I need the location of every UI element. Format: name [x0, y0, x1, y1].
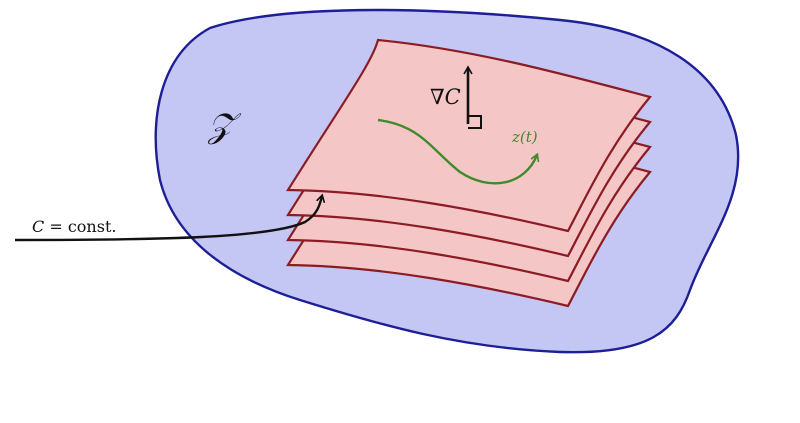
level-set-equation: = const. [44, 217, 116, 236]
gradient-variable: C [445, 85, 461, 109]
nabla-symbol: ∇ [430, 85, 445, 109]
curve-label: z(t) [511, 128, 538, 146]
right-angle-marker [468, 115, 482, 129]
level-set-pointer [14, 193, 326, 242]
level-set-label: C = const. [32, 217, 116, 236]
gradient-label: ∇C [430, 85, 461, 109]
gradient-vector [463, 65, 482, 129]
level-set-variable: C [32, 217, 44, 236]
curve-z-t [377, 118, 540, 185]
level-set-sheets [286, 38, 652, 308]
level-set-sheet-1 [286, 38, 652, 233]
